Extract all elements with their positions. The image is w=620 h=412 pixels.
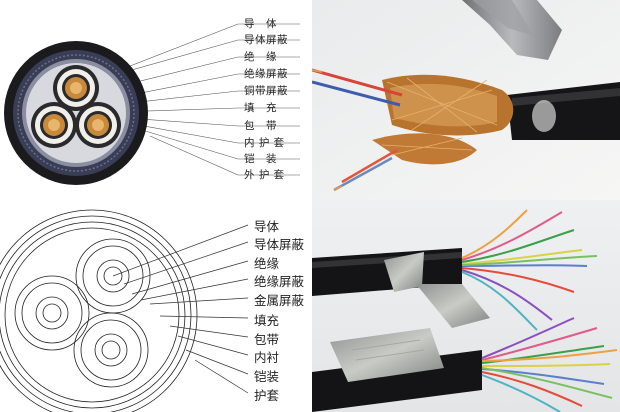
core-right <box>75 102 121 148</box>
label-conductor: 导 体 <box>244 18 277 30</box>
lower-wire-bundle <box>481 317 618 412</box>
blue-wire-lower <box>333 156 393 192</box>
label-copper-tape-shield: 铜带屏蔽 <box>244 85 288 97</box>
core-top <box>53 65 99 111</box>
bottom-right-cable-photo <box>312 200 620 412</box>
label-insulation-shield-b: 绝缘屏蔽 <box>254 274 305 289</box>
upper-wire-bundle <box>461 209 598 331</box>
label-conductor-b: 导体 <box>254 219 280 234</box>
label-filler: 填 充 <box>244 102 277 114</box>
red-wire-lower <box>341 148 398 184</box>
label-inner-lining-b: 内衬 <box>254 350 280 365</box>
leader-lines-bottom <box>112 224 249 394</box>
copper-braid <box>372 74 514 165</box>
upper-foil-wrap <box>384 252 424 292</box>
label-armour-b: 铠装 <box>254 369 280 384</box>
label-metal-shield-b: 金属屏蔽 <box>254 293 305 308</box>
top-right-cable-photo <box>312 0 620 200</box>
label-insulation: 绝 缘 <box>244 51 277 63</box>
red-wire <box>312 68 403 97</box>
cable-cross-section-colored <box>0 0 312 200</box>
label-insulation-b: 绝缘 <box>254 256 280 271</box>
upper-foil-tail <box>416 284 490 328</box>
blue-wire <box>312 80 401 107</box>
photo-shielded-cable <box>312 0 620 200</box>
label-armour: 铠 装 <box>244 153 277 165</box>
label-wrapping-tape: 包 带 <box>244 120 277 132</box>
label-insulation-shield: 绝缘屏蔽 <box>244 68 288 80</box>
label-conductor-shield: 导体屏蔽 <box>244 34 288 46</box>
label-wrapping-tape-b: 包带 <box>254 332 280 347</box>
core-left <box>31 102 77 148</box>
label-sheath-b: 护套 <box>254 388 280 403</box>
cable-cross-section-outline <box>0 200 312 412</box>
label-filler-b: 填充 <box>254 313 280 328</box>
bottom-left-line-diagram: 导体 导体屏蔽 绝缘 绝缘屏蔽 金属屏蔽 填充 包带 内衬 铠装 护套 <box>0 200 312 412</box>
label-outer-sheath: 外 护 套 <box>244 169 285 181</box>
label-conductor-shield-b: 导体屏蔽 <box>254 237 305 252</box>
foil-tape <box>462 0 562 60</box>
photo-multicore-cable <box>312 200 620 412</box>
top-left-cable-diagram: 导 体 导体屏蔽 绝 缘 绝缘屏蔽 铜带屏蔽 填 充 包 带 内 护 套 铠 装… <box>0 0 312 200</box>
label-inner-sheath: 内 护 套 <box>244 137 285 149</box>
